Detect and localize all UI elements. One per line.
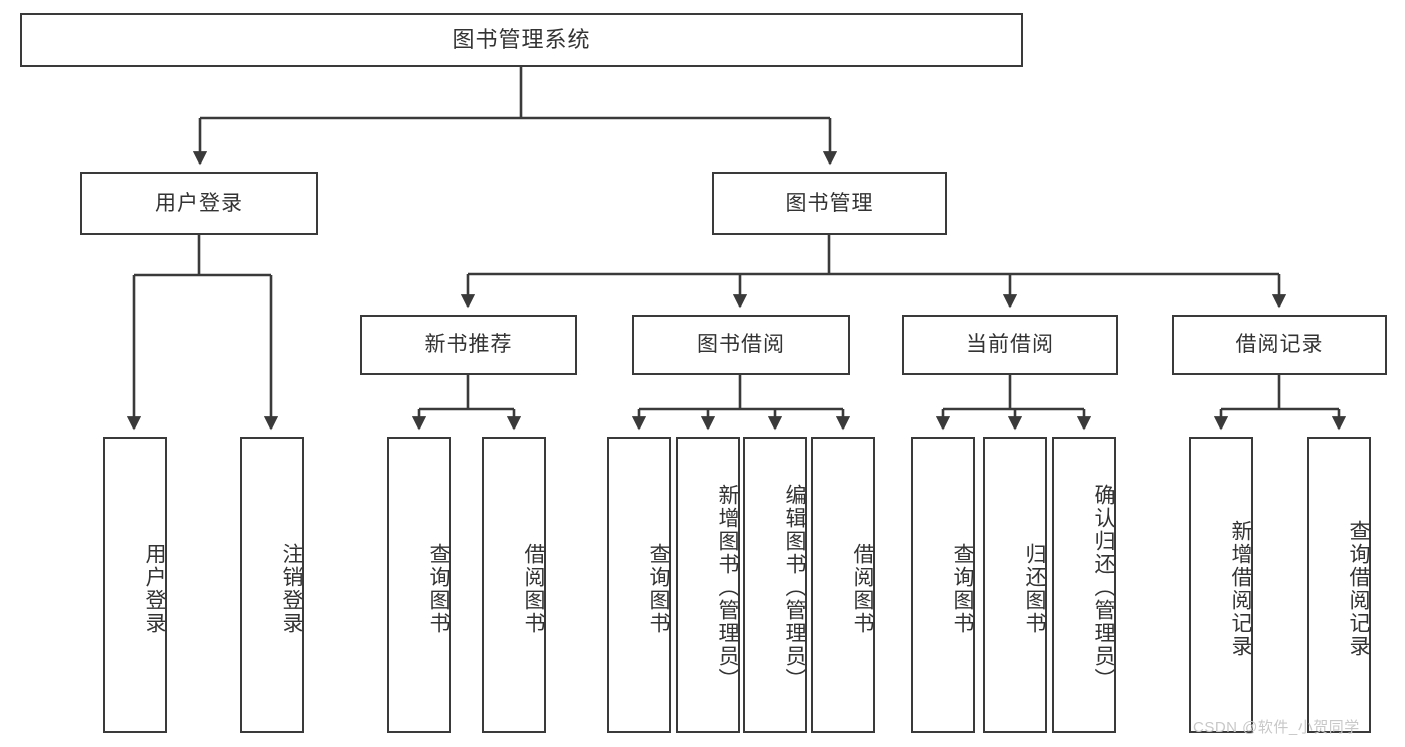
node-leaf-rec-borrow-book-label: 借阅图书 bbox=[522, 543, 545, 635]
node-leaf-edit-book-admin-label: 编辑图书（管理员） bbox=[783, 483, 806, 691]
node-leaf-edit-book-admin[interactable]: 编辑图书（管理员） bbox=[743, 437, 807, 733]
node-root-label: 图书管理系统 bbox=[452, 26, 591, 52]
node-leaf-query-borrow-record[interactable]: 查询借阅记录 bbox=[1307, 437, 1371, 733]
csdn-watermark: CSDN @软件_小贺同学 bbox=[1193, 716, 1360, 737]
node-current-borrow-label: 当前借阅 bbox=[966, 333, 1054, 357]
node-leaf-user-login[interactable]: 用户登录 bbox=[103, 437, 167, 733]
node-leaf-cur-query-book-label: 查询图书 bbox=[951, 543, 974, 635]
node-user-login-label: 用户登录 bbox=[155, 191, 243, 215]
node-new-book-rec-label: 新书推荐 bbox=[424, 333, 513, 357]
node-root[interactable]: 图书管理系统 bbox=[20, 13, 1023, 67]
node-book-borrow[interactable]: 图书借阅 bbox=[632, 315, 850, 375]
node-book-manage-label: 图书管理 bbox=[785, 191, 874, 215]
node-leaf-borrow-query-book-label: 查询图书 bbox=[647, 543, 670, 635]
node-leaf-user-login-label: 用户登录 bbox=[143, 543, 166, 635]
node-borrow-record[interactable]: 借阅记录 bbox=[1172, 315, 1387, 375]
node-leaf-borrow-book[interactable]: 借阅图书 bbox=[811, 437, 875, 733]
node-leaf-add-borrow-record-label: 新增借阅记录 bbox=[1229, 520, 1252, 658]
node-borrow-record-label: 借阅记录 bbox=[1235, 333, 1324, 357]
node-new-book-rec[interactable]: 新书推荐 bbox=[360, 315, 577, 375]
node-current-borrow[interactable]: 当前借阅 bbox=[902, 315, 1118, 375]
node-leaf-user-logout[interactable]: 注销登录 bbox=[240, 437, 304, 733]
node-leaf-query-borrow-record-label: 查询借阅记录 bbox=[1347, 520, 1370, 658]
node-book-manage[interactable]: 图书管理 bbox=[712, 172, 947, 235]
node-leaf-borrow-book-label: 借阅图书 bbox=[851, 543, 874, 635]
node-leaf-add-borrow-record[interactable]: 新增借阅记录 bbox=[1189, 437, 1253, 733]
csdn-watermark-text: CSDN @软件_小贺同学 bbox=[1193, 719, 1360, 736]
node-leaf-rec-borrow-book[interactable]: 借阅图书 bbox=[482, 437, 546, 733]
node-leaf-confirm-return-admin-label: 确认归还（管理员） bbox=[1092, 483, 1115, 691]
node-user-login[interactable]: 用户登录 bbox=[80, 172, 318, 235]
node-leaf-user-logout-label: 注销登录 bbox=[280, 543, 303, 635]
node-leaf-rec-query-book-label: 查询图书 bbox=[427, 543, 450, 635]
node-leaf-add-book-admin[interactable]: 新增图书（管理员） bbox=[676, 437, 740, 733]
node-leaf-return-book-label: 归还图书 bbox=[1023, 543, 1046, 635]
node-leaf-cur-query-book[interactable]: 查询图书 bbox=[911, 437, 975, 733]
node-leaf-confirm-return-admin[interactable]: 确认归还（管理员） bbox=[1052, 437, 1116, 733]
node-leaf-rec-query-book[interactable]: 查询图书 bbox=[387, 437, 451, 733]
node-leaf-add-book-admin-label: 新增图书（管理员） bbox=[716, 483, 739, 691]
node-leaf-borrow-query-book[interactable]: 查询图书 bbox=[607, 437, 671, 733]
node-book-borrow-label: 图书借阅 bbox=[697, 333, 785, 357]
node-leaf-return-book[interactable]: 归还图书 bbox=[983, 437, 1047, 733]
